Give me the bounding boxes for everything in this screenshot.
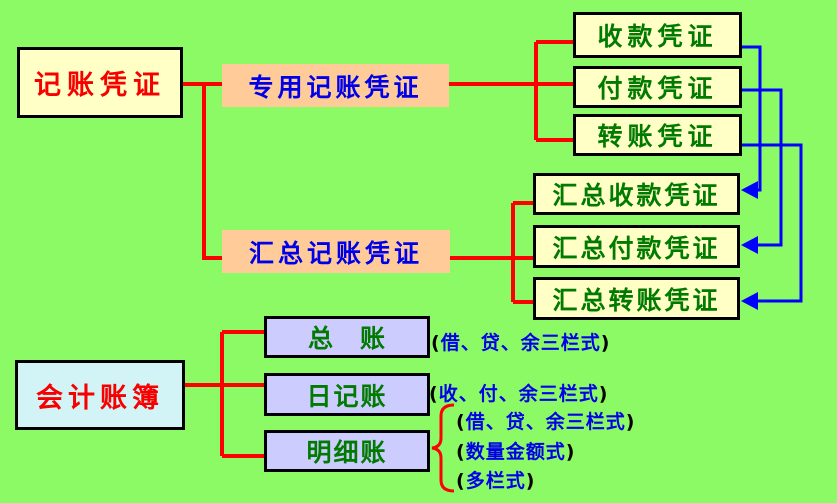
note-text: 借、贷、余三栏式 — [440, 332, 601, 354]
note-subsidiary-format-2: (数量金额式) — [456, 437, 575, 464]
note-general-ledger-format: (借、贷、余三栏式) — [431, 328, 610, 355]
close-paren: ) — [565, 441, 576, 463]
node-summary-voucher: 汇总记账凭证 — [222, 230, 450, 273]
node-summary-payment-voucher: 汇总付款凭证 — [533, 225, 740, 268]
node-general-ledger: 总 账 — [264, 316, 430, 358]
node-receipt-voucher: 收款凭证 — [573, 12, 742, 58]
close-paren: ) — [598, 383, 609, 405]
node-special-voucher: 专用记账凭证 — [222, 64, 449, 107]
note-text: 多栏式 — [465, 470, 526, 492]
open-paren: ( — [456, 411, 466, 433]
note-subsidiary-format-3: (多栏式) — [456, 466, 535, 493]
close-paren: ) — [625, 411, 636, 433]
subsidiary-ledger-brace — [431, 403, 455, 493]
node-summary-transfer-voucher: 汇总转账凭证 — [533, 277, 740, 320]
open-paren: ( — [431, 332, 441, 354]
close-paren: ) — [525, 470, 536, 492]
node-payment-voucher: 付款凭证 — [573, 66, 742, 108]
node-transfer-voucher: 转账凭证 — [573, 114, 742, 156]
close-paren: ) — [600, 332, 611, 354]
note-text: 数量金额式 — [465, 441, 566, 463]
node-journal: 日记账 — [264, 373, 430, 416]
node-bookkeeping-voucher: 记账凭证 — [17, 47, 183, 118]
open-paren: ( — [456, 470, 466, 492]
note-journal-format: (收、付、余三栏式) — [429, 379, 608, 406]
node-summary-receipt-voucher: 汇总收款凭证 — [533, 173, 740, 215]
arrowhead-to-summary-receipt — [741, 181, 758, 199]
blue-arrow-connectors — [742, 45, 803, 303]
node-subsidiary-ledger: 明细账 — [264, 430, 430, 472]
arrowhead-to-summary-transfer — [741, 292, 758, 310]
red-connectors-voucher-tree — [183, 40, 573, 304]
blue-arrowheads — [741, 181, 758, 310]
note-text: 借、贷、余三栏式 — [465, 411, 626, 433]
node-accounting-books: 会计账簿 — [15, 360, 185, 430]
open-paren: ( — [429, 383, 439, 405]
arrowhead-to-summary-payment — [741, 236, 758, 254]
red-connectors-ledger-tree — [185, 330, 264, 458]
note-text: 收、付、余三栏式 — [438, 383, 599, 405]
open-paren: ( — [456, 441, 466, 463]
note-subsidiary-format-1: (借、贷、余三栏式) — [456, 407, 635, 434]
